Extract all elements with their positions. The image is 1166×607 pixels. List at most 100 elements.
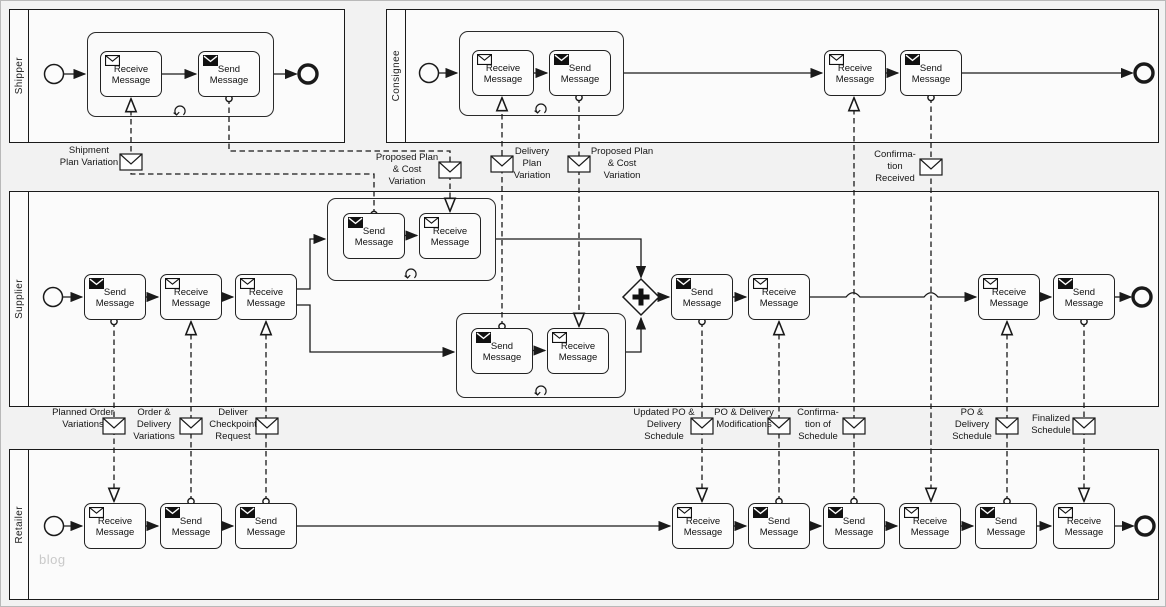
task-label: Send Message <box>246 515 286 538</box>
message-receive-icon <box>904 507 919 518</box>
pool-consignee-band: Consignee <box>387 10 406 142</box>
message-label: Confirma-tion of Schedule <box>797 407 839 442</box>
task-label: Send Message <box>482 340 522 363</box>
task-label: Send Message <box>560 62 600 85</box>
message-envelope-icon <box>995 417 1019 435</box>
message-send-icon <box>89 278 104 289</box>
task-label: Receive Message <box>683 515 723 538</box>
task-send-message[interactable]: Send Message <box>900 50 962 96</box>
task-label: Send Message <box>986 515 1026 538</box>
task-label: Send Message <box>682 286 722 309</box>
message-envelope-icon <box>919 158 943 176</box>
message-send-icon <box>165 507 180 518</box>
task-label: Receive Message <box>171 286 211 309</box>
pool-consignee-label: Consignee <box>390 50 402 102</box>
message-label: Confirma-tion Received <box>874 149 916 184</box>
message-label: Updated PO & Delivery Schedule <box>633 407 695 442</box>
message-receive-icon <box>89 507 104 518</box>
task-send-message[interactable]: Send Message <box>198 51 260 97</box>
message-receive-icon <box>677 507 692 518</box>
task-send-message[interactable]: Send Message <box>84 274 146 320</box>
task-send-message[interactable]: Send Message <box>975 503 1037 549</box>
message-envelope-icon <box>119 153 143 171</box>
task-label: Receive Message <box>95 515 135 538</box>
message-send-icon <box>1058 278 1073 289</box>
task-label: Send Message <box>759 515 799 538</box>
task-send-message[interactable]: Send Message <box>343 213 405 259</box>
task-send-message[interactable]: Send Message <box>549 50 611 96</box>
message-receive-icon <box>552 332 567 343</box>
pool-supplier-band: Supplier <box>10 192 29 406</box>
message-envelope-icon <box>842 417 866 435</box>
task-receive-message[interactable]: Receive Message <box>978 274 1040 320</box>
message-receive-icon <box>1058 507 1073 518</box>
message-receive-icon <box>240 278 255 289</box>
task-label: Send Message <box>95 286 135 309</box>
task-receive-message[interactable]: Receive Message <box>160 274 222 320</box>
task-label: Receive Message <box>835 62 875 85</box>
message-send-icon <box>554 54 569 65</box>
message-label: Finalized Schedule <box>1031 413 1071 436</box>
task-label: Send Message <box>171 515 211 538</box>
task-send-message[interactable]: Send Message <box>235 503 297 549</box>
message-envelope-icon <box>567 155 591 173</box>
message-label: Delivery Plan Variation <box>513 146 551 181</box>
message-send-icon <box>905 54 920 65</box>
message-receive-icon <box>165 278 180 289</box>
message-receive-icon <box>983 278 998 289</box>
message-label: Shipment Plan Variation <box>59 145 119 168</box>
message-envelope-icon <box>438 161 462 179</box>
message-send-icon <box>753 507 768 518</box>
task-receive-message[interactable]: Receive Message <box>748 274 810 320</box>
task-receive-message[interactable]: Receive Message <box>472 50 534 96</box>
task-send-message[interactable]: Send Message <box>160 503 222 549</box>
task-label: Receive Message <box>111 63 151 86</box>
pool-retailer-label: Retailer <box>13 505 25 544</box>
message-label: Proposed Plan & Cost Variation <box>590 146 654 181</box>
task-send-message[interactable]: Send Message <box>671 274 733 320</box>
task-label: Send Message <box>911 62 951 85</box>
task-receive-message[interactable]: Receive Message <box>1053 503 1115 549</box>
task-label: Receive Message <box>759 286 799 309</box>
task-send-message[interactable]: Send Message <box>471 328 533 374</box>
task-label: Receive Message <box>989 286 1029 309</box>
message-label: PO & Delivery Modifications <box>714 407 774 430</box>
task-label: Receive Message <box>558 340 598 363</box>
pool-supplier-label: Supplier <box>13 279 25 319</box>
task-label: Send Message <box>354 225 394 248</box>
task-send-message[interactable]: Send Message <box>748 503 810 549</box>
task-receive-message[interactable]: Receive Message <box>235 274 297 320</box>
message-send-icon <box>240 507 255 518</box>
task-label: Receive Message <box>246 286 286 309</box>
message-send-icon <box>348 217 363 228</box>
task-receive-message[interactable]: Receive Message <box>899 503 961 549</box>
task-label: Send Message <box>834 515 874 538</box>
task-receive-message[interactable]: Receive Message <box>547 328 609 374</box>
message-receive-icon <box>424 217 439 228</box>
task-receive-message[interactable]: Receive Message <box>672 503 734 549</box>
message-receive-icon <box>753 278 768 289</box>
watermark: blog <box>39 552 66 567</box>
task-receive-message[interactable]: Receive Message <box>419 213 481 259</box>
task-receive-message[interactable]: Receive Message <box>824 50 886 96</box>
task-label: Send Message <box>209 63 249 86</box>
message-send-icon <box>476 332 491 343</box>
task-label: Receive Message <box>1064 515 1104 538</box>
pool-shipper-label: Shipper <box>13 57 25 95</box>
task-send-message[interactable]: Send Message <box>1053 274 1115 320</box>
message-send-icon <box>828 507 843 518</box>
task-send-message[interactable]: Send Message <box>823 503 885 549</box>
message-send-icon <box>203 55 218 66</box>
message-send-icon <box>980 507 995 518</box>
message-receive-icon <box>829 54 844 65</box>
task-receive-message[interactable]: Receive Message <box>84 503 146 549</box>
task-label: Send Message <box>1064 286 1104 309</box>
message-send-icon <box>676 278 691 289</box>
task-label: Receive Message <box>483 62 523 85</box>
message-receive-icon <box>105 55 120 66</box>
message-label: Deliver Checkpoint Request <box>209 407 257 442</box>
task-receive-message[interactable]: Receive Message <box>100 51 162 97</box>
message-label: Planned Order Variations <box>52 407 114 430</box>
task-label: Receive Message <box>910 515 950 538</box>
